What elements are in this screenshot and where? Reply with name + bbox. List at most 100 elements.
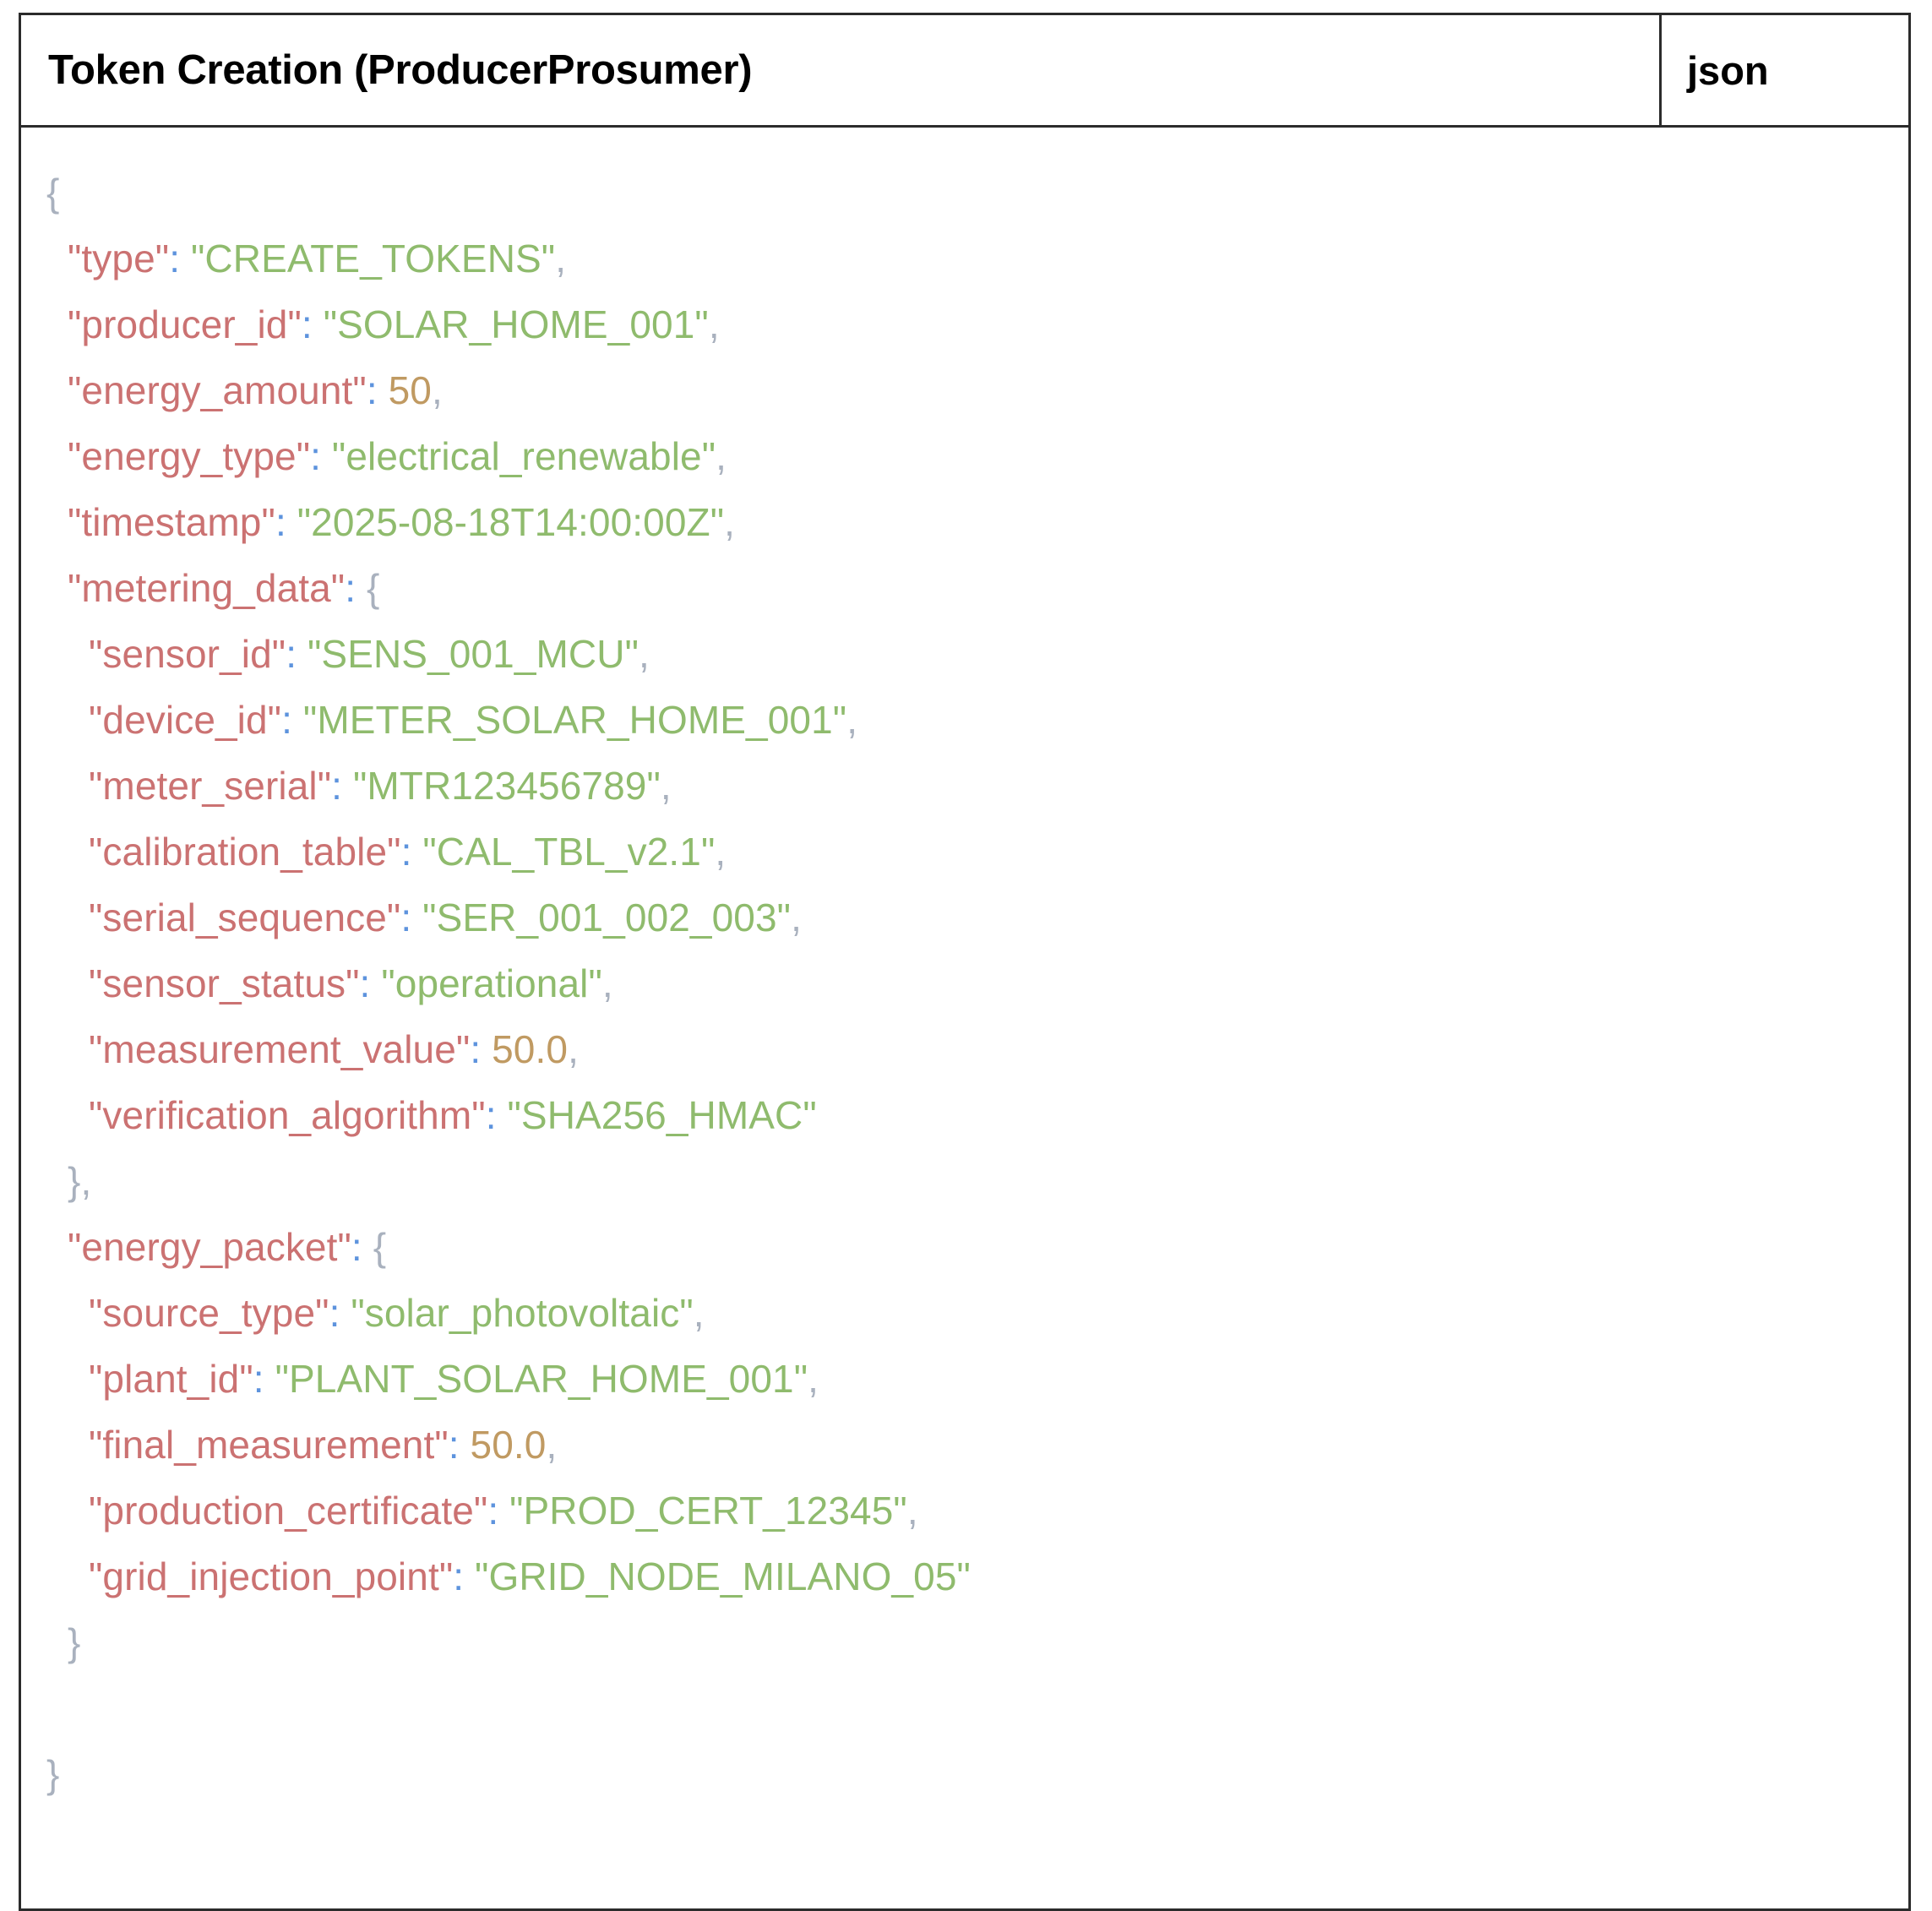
json-colon: : bbox=[470, 1027, 482, 1071]
json-string-value: "electrical_renewable" bbox=[331, 434, 716, 478]
json-key: "sensor_status" bbox=[89, 961, 360, 1005]
json-comma: , bbox=[846, 698, 858, 742]
json-key: "measurement_value" bbox=[89, 1027, 471, 1071]
json-string-value: "PROD_CERT_12345" bbox=[509, 1489, 907, 1533]
json-comma: , bbox=[808, 1357, 819, 1401]
json-key: "serial_sequence" bbox=[89, 896, 401, 939]
code-body: {"type": "CREATE_TOKENS","producer_id": … bbox=[21, 128, 1908, 1908]
json-comma: , bbox=[791, 896, 802, 939]
json-key: "energy_type" bbox=[68, 434, 311, 478]
json-space bbox=[498, 1489, 509, 1533]
language-label: json bbox=[1687, 47, 1769, 93]
code-line: "energy_type": "electrical_renewable", bbox=[21, 423, 1908, 489]
code-line: "sensor_id": "SENS_001_MCU", bbox=[21, 621, 1908, 687]
json-comma: , bbox=[80, 1159, 92, 1203]
code-line: } bbox=[21, 1609, 1908, 1675]
json-key: "calibration_table" bbox=[89, 830, 401, 874]
json-space bbox=[180, 237, 191, 280]
code-line: "type": "CREATE_TOKENS", bbox=[21, 226, 1908, 291]
code-line: "final_measurement": 50.0, bbox=[21, 1412, 1908, 1478]
json-colon: : bbox=[366, 368, 378, 412]
json-comma: , bbox=[568, 1027, 579, 1071]
json-key: "timestamp" bbox=[68, 500, 275, 544]
code-line: "measurement_value": 50.0, bbox=[21, 1016, 1908, 1082]
json-comma: , bbox=[660, 764, 672, 808]
json-space bbox=[340, 1291, 351, 1335]
json-number-value: 50 bbox=[388, 368, 432, 412]
json-colon: : bbox=[301, 302, 313, 346]
code-block-header: Token Creation (ProducerProsumer) json bbox=[21, 15, 1908, 128]
json-colon: : bbox=[453, 1554, 465, 1598]
json-string-value: "SENS_001_MCU" bbox=[307, 632, 639, 676]
json-colon: : bbox=[329, 1291, 340, 1335]
code-line: "plant_id": "PLANT_SOLAR_HOME_001", bbox=[21, 1346, 1908, 1412]
json-key: "device_id" bbox=[89, 698, 282, 742]
json-space bbox=[460, 1423, 471, 1467]
json-space bbox=[297, 632, 307, 676]
header-title-cell: Token Creation (ProducerProsumer) bbox=[21, 15, 1662, 125]
json-string-value: "SOLAR_HOME_001" bbox=[323, 302, 709, 346]
json-space bbox=[378, 368, 389, 412]
json-key: "production_certificate" bbox=[89, 1489, 488, 1533]
json-string-value: "SHA256_HMAC" bbox=[507, 1093, 817, 1137]
json-close-brace: } bbox=[68, 1159, 81, 1203]
json-colon: : bbox=[331, 764, 343, 808]
json-space bbox=[481, 1027, 492, 1071]
json-key: "type" bbox=[68, 237, 170, 280]
json-close-brace: } bbox=[68, 1620, 81, 1664]
json-space bbox=[497, 1093, 508, 1137]
json-space bbox=[370, 961, 381, 1005]
json-key: "source_type" bbox=[89, 1291, 329, 1335]
json-space bbox=[313, 302, 324, 346]
json-string-value: "METER_SOLAR_HOME_001" bbox=[302, 698, 847, 742]
code-line: "device_id": "METER_SOLAR_HOME_001", bbox=[21, 687, 1908, 753]
json-comma: , bbox=[431, 368, 443, 412]
json-space bbox=[292, 698, 303, 742]
code-line: "producer_id": "SOLAR_HOME_001", bbox=[21, 291, 1908, 357]
json-space bbox=[362, 1225, 373, 1269]
json-string-value: "SER_001_002_003" bbox=[422, 896, 792, 939]
json-string-value: "CREATE_TOKENS" bbox=[191, 237, 556, 280]
json-space bbox=[411, 830, 422, 874]
json-colon: : bbox=[169, 237, 181, 280]
code-line-blank bbox=[21, 1675, 1908, 1741]
json-colon: : bbox=[275, 500, 286, 544]
code-line: "calibration_table": "CAL_TBL_v2.1", bbox=[21, 819, 1908, 885]
json-space bbox=[264, 1357, 275, 1401]
code-line: "timestamp": "2025-08-18T14:00:00Z", bbox=[21, 489, 1908, 555]
json-comma: , bbox=[715, 830, 727, 874]
json-space bbox=[286, 500, 297, 544]
code-line: "production_certificate": "PROD_CERT_123… bbox=[21, 1478, 1908, 1544]
json-comma: , bbox=[546, 1423, 558, 1467]
json-open-brace: { bbox=[373, 1225, 387, 1269]
json-comma: , bbox=[724, 500, 736, 544]
json-string-value: "solar_photovoltaic" bbox=[351, 1291, 694, 1335]
page-title: Token Creation (ProducerProsumer) bbox=[48, 47, 753, 93]
json-colon: : bbox=[351, 1225, 362, 1269]
json-colon: : bbox=[286, 632, 297, 676]
json-open-brace: { bbox=[46, 171, 60, 215]
json-colon: : bbox=[310, 434, 322, 478]
json-key: "meter_serial" bbox=[89, 764, 332, 808]
json-space bbox=[356, 566, 367, 610]
json-open-brace: { bbox=[367, 566, 380, 610]
code-line: { bbox=[21, 160, 1908, 226]
json-comma: , bbox=[639, 632, 650, 676]
json-number-value: 50.0 bbox=[492, 1027, 569, 1071]
json-comma: , bbox=[555, 237, 567, 280]
json-space bbox=[411, 896, 422, 939]
json-key: "energy_packet" bbox=[68, 1225, 351, 1269]
json-string-value: "2025-08-18T14:00:00Z" bbox=[297, 500, 725, 544]
json-colon: : bbox=[359, 961, 371, 1005]
code-line: "serial_sequence": "SER_001_002_003", bbox=[21, 885, 1908, 950]
json-colon: : bbox=[345, 566, 356, 610]
json-key: "grid_injection_point" bbox=[89, 1554, 454, 1598]
json-space bbox=[342, 764, 353, 808]
json-space bbox=[321, 434, 332, 478]
json-colon: : bbox=[281, 698, 293, 742]
json-string-value: "GRID_NODE_MILANO_05" bbox=[475, 1554, 971, 1598]
json-comma: , bbox=[716, 434, 727, 478]
header-language-cell: json bbox=[1662, 15, 1908, 125]
json-close-brace: } bbox=[46, 1752, 60, 1796]
json-colon: : bbox=[400, 830, 412, 874]
